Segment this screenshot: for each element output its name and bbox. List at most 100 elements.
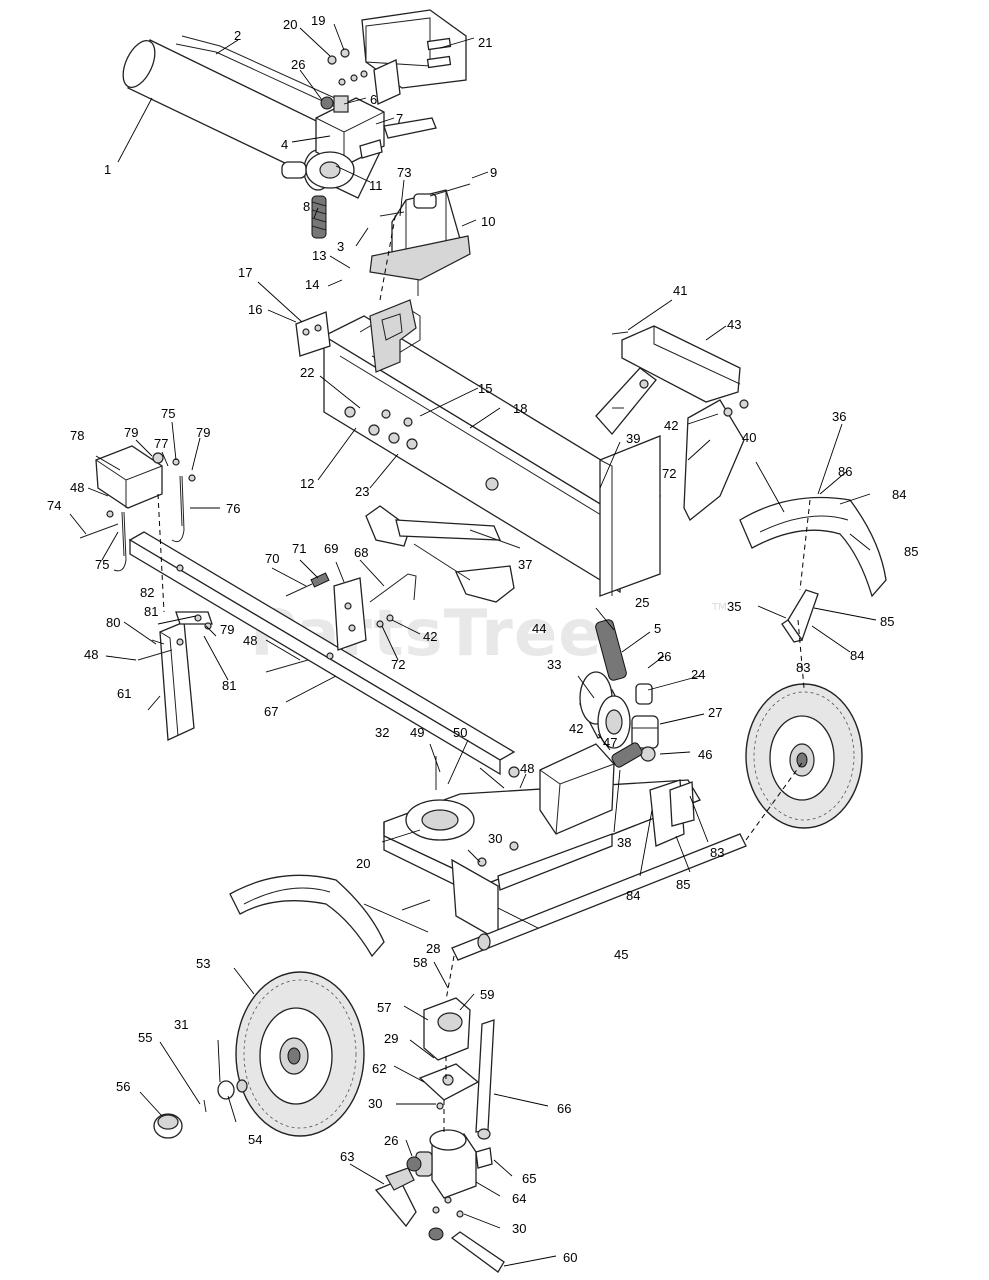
callout-42-bracket: 42	[423, 629, 437, 644]
control-valve[interactable]	[315, 95, 437, 167]
callout-72-cradle: 72	[662, 466, 676, 481]
lock-bracket[interactable]	[333, 577, 367, 651]
wedge-to-beam-line	[379, 211, 397, 301]
splitting-beam[interactable]	[322, 305, 662, 594]
cradle-hardware	[611, 331, 749, 417]
callout-47: 47	[603, 735, 617, 750]
callout-77: 77	[154, 436, 168, 451]
callout-36: 36	[832, 409, 846, 424]
callout-72-bracket: 72	[391, 657, 405, 672]
callout-41: 41	[673, 283, 687, 298]
hitch-coupler[interactable]	[95, 445, 164, 509]
callout-23: 23	[355, 484, 369, 499]
callout-31: 31	[174, 1017, 188, 1032]
right-fender[interactable]	[739, 496, 887, 598]
oil-filter[interactable]	[579, 671, 631, 749]
jack-stand[interactable]	[159, 611, 213, 741]
side-plate-17[interactable]	[295, 311, 331, 357]
pump-coupling-bracket[interactable]	[423, 997, 471, 1061]
left-fender[interactable]	[229, 874, 385, 958]
callout-85-top: 85	[904, 544, 918, 559]
wheel-hub-cap[interactable]	[153, 1113, 183, 1139]
callout-53: 53	[196, 956, 210, 971]
pump-fitting-26[interactable]	[406, 1156, 422, 1172]
callout-84-frame: 84	[626, 888, 640, 903]
callout-7: 7	[396, 111, 403, 126]
callout-40: 40	[742, 430, 756, 445]
callout-70: 70	[265, 551, 279, 566]
callout-21: 21	[478, 35, 492, 50]
callout-38: 38	[617, 835, 631, 850]
callout-17: 17	[238, 265, 252, 280]
callout-73: 73	[397, 165, 411, 180]
callout-49: 49	[410, 725, 424, 740]
callout-15: 15	[478, 381, 492, 396]
log-cradle-upper[interactable]	[595, 325, 741, 436]
pump-mount-plate[interactable]	[418, 1063, 480, 1101]
callout-22: 22	[300, 365, 314, 380]
callout-62: 62	[372, 1061, 386, 1076]
right-wheel-tire[interactable]	[745, 683, 863, 829]
axle-bracket-83[interactable]	[649, 779, 695, 847]
compression-spring[interactable]	[311, 195, 327, 239]
splitting-wedge[interactable]	[369, 189, 471, 296]
callout-33: 33	[547, 657, 561, 672]
callout-2: 2	[234, 28, 241, 43]
hitch-to-tongue-line	[157, 493, 165, 613]
hydraulic-pump[interactable]	[415, 1129, 493, 1199]
callout-76: 76	[226, 501, 240, 516]
callout-71: 71	[292, 541, 306, 556]
safety-chain-right[interactable]	[171, 475, 185, 543]
callout-5: 5	[654, 621, 661, 636]
spring-47[interactable]	[611, 741, 644, 768]
lock-handle[interactable]	[369, 573, 417, 603]
callout-82: 82	[140, 585, 154, 600]
fender-bracket[interactable]	[781, 589, 819, 643]
callout-79-left: 79	[124, 425, 138, 440]
callout-26-top: 26	[291, 57, 305, 72]
engine-mount-plate[interactable]	[539, 743, 615, 835]
callout-18: 18	[513, 401, 527, 416]
axle-shaft[interactable]	[451, 833, 747, 961]
hitch-bolts	[79, 458, 196, 539]
main-frame-chassis[interactable]	[383, 779, 701, 942]
callout-43: 43	[727, 317, 741, 332]
suction-hose[interactable]	[374, 1167, 417, 1228]
callout-32: 32	[375, 725, 389, 740]
callout-12: 12	[300, 476, 314, 491]
callout-28: 28	[426, 941, 440, 956]
leader-lines	[69, 23, 877, 1267]
callout-59: 59	[480, 987, 494, 1002]
callout-20-top: 20	[283, 17, 297, 32]
tow-tongue-beam[interactable]	[128, 531, 516, 776]
pressure-hose-60[interactable]	[428, 1227, 505, 1273]
callout-25: 25	[635, 595, 649, 610]
callout-29: 29	[384, 1031, 398, 1046]
hydraulic-spring-25[interactable]	[595, 619, 628, 682]
callout-66: 66	[557, 1101, 571, 1116]
log-cradle-44[interactable]	[365, 505, 515, 603]
left-wheel-tire[interactable]	[235, 971, 365, 1137]
callout-4: 4	[281, 137, 288, 152]
callout-78: 78	[70, 428, 84, 443]
callout-57: 57	[377, 1000, 391, 1015]
safety-chain-left[interactable]	[113, 511, 127, 572]
callout-63: 63	[340, 1149, 354, 1164]
beam-end-plate[interactable]	[599, 435, 661, 597]
cylinder-end-fitting[interactable]	[305, 151, 355, 189]
beam-slide-bracket[interactable]	[369, 299, 417, 373]
callout-54: 54	[248, 1132, 262, 1147]
log-cradle-lower[interactable]	[683, 399, 745, 522]
valve-mounting-bracket[interactable]	[361, 9, 467, 105]
fitting-24-27[interactable]	[631, 683, 659, 762]
callout-labels: 1 2 3 4 5 6 7 8 9 10 11 12 13 14 15 16 1…	[47, 13, 918, 1265]
return-hose-66[interactable]	[475, 1019, 495, 1140]
callout-48-jack: 48	[84, 647, 98, 662]
callout-68: 68	[354, 545, 368, 560]
callout-46: 46	[698, 747, 712, 762]
spring-71-pin-70	[285, 572, 394, 628]
callout-42-filter: 42	[569, 721, 583, 736]
beam-hardware	[344, 406, 499, 491]
callout-13: 13	[312, 248, 326, 263]
